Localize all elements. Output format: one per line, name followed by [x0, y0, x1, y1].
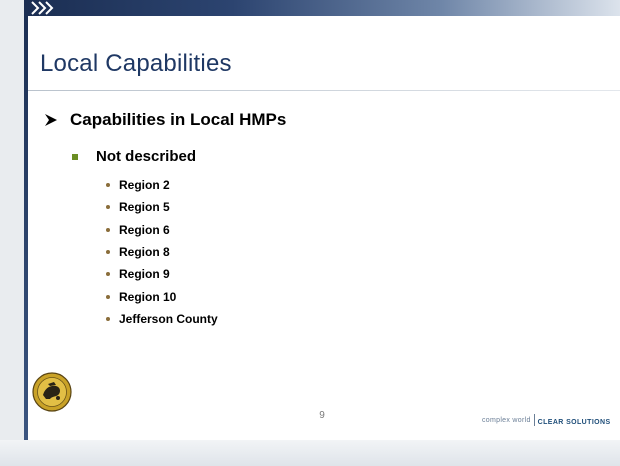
header-bar [24, 0, 620, 16]
list-item: Region 8 [106, 241, 218, 263]
bullet-level-1: Capabilities in Local HMPs [44, 110, 286, 130]
dot-bullet-icon [106, 316, 110, 321]
footer-tagline: complex world CLEAR SOLUTIONS [482, 414, 611, 426]
list-item-text: Region 6 [119, 222, 170, 237]
footer-band [0, 440, 620, 466]
list-item: Region 9 [106, 263, 218, 285]
list-item: Region 5 [106, 196, 218, 218]
square-bullet-icon [72, 153, 78, 160]
tagline-left: complex world [482, 416, 531, 424]
bullet-level-2: Not described [72, 148, 196, 165]
slide-left-edge [24, 0, 28, 440]
double-chevron-icon [30, 1, 56, 15]
page-number: 9 [319, 410, 325, 421]
tagline-divider [533, 414, 535, 426]
list-item: Region 10 [106, 285, 218, 307]
list-item-text: Region 2 [119, 178, 170, 193]
list-item-text: Region 5 [119, 200, 170, 215]
dot-bullet-icon [106, 294, 110, 299]
arrow-bullet-icon [45, 114, 57, 126]
list-item: Region 6 [106, 219, 218, 241]
dot-bullet-icon [106, 205, 110, 210]
page-title: Local Capabilities [40, 50, 232, 77]
region-list: Region 2 Region 5 Region 6 Region 8 Regi… [106, 174, 218, 330]
tagline-right: CLEAR SOLUTIONS [537, 419, 611, 426]
dot-bullet-icon [106, 272, 110, 277]
bullet-level-2-text: Not described [96, 148, 197, 165]
dot-bullet-icon [106, 227, 110, 232]
slide: Local Capabilities Capabilities in Local… [24, 0, 620, 440]
title-divider [24, 90, 620, 91]
list-item-text: Jefferson County [119, 311, 218, 326]
dot-bullet-icon [106, 183, 110, 188]
state-seal-icon [32, 372, 72, 412]
bullet-level-1-text: Capabilities in Local HMPs [70, 110, 287, 129]
list-item-text: Region 8 [119, 245, 170, 260]
dot-bullet-icon [106, 250, 110, 255]
list-item-text: Region 9 [119, 267, 170, 282]
list-item: Region 2 [106, 174, 218, 196]
list-item-text: Region 10 [119, 289, 177, 304]
list-item: Jefferson County [106, 308, 218, 330]
